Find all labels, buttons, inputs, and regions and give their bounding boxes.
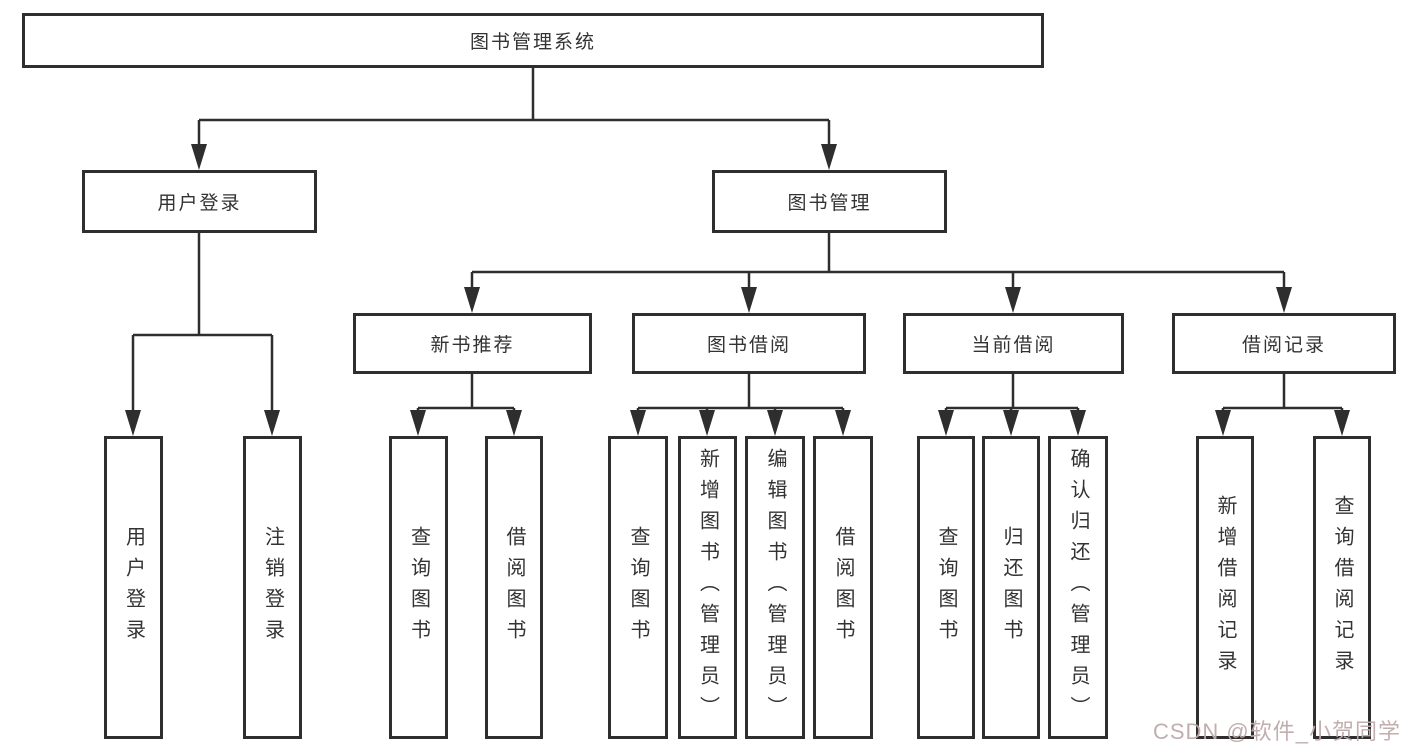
node-user-login-label: 用户登录 [157, 193, 242, 214]
watermark: CSDN @软件_小贺同学 [1152, 719, 1401, 744]
node-edit-book-admin: 编辑图书（管理员） [745, 436, 805, 739]
node-user-login: 用户登录 [82, 170, 317, 233]
node-current-borrow-label: 当前借阅 [971, 335, 1056, 356]
node-current-borrow: 当前借阅 [903, 313, 1124, 374]
node-book-management-label: 图书管理 [787, 193, 872, 214]
node-confirm-return-admin: 确认归还（管理员） [1048, 436, 1108, 739]
node-add-borrow-record: 新增借阅记录 [1196, 436, 1254, 739]
node-root-label: 图书管理系统 [469, 32, 596, 53]
node-book-management: 图书管理 [712, 170, 947, 233]
node-borrow-books-2-label: 借阅图书 [832, 525, 854, 650]
node-return-books: 归还图书 [982, 436, 1040, 739]
node-user-login-leaf-label: 用户登录 [122, 525, 145, 650]
node-query-books-3: 查询图书 [917, 436, 975, 739]
node-logout-leaf: 注销登录 [243, 436, 302, 739]
node-query-books-3-label: 查询图书 [935, 525, 957, 650]
node-query-books-1: 查询图书 [389, 436, 448, 739]
node-borrow-books-2: 借阅图书 [813, 436, 873, 739]
node-query-books-2-label: 查询图书 [627, 525, 649, 650]
node-query-books-2: 查询图书 [608, 436, 668, 739]
node-return-books-label: 归还图书 [1000, 525, 1022, 650]
node-book-borrow-label: 图书借阅 [706, 335, 791, 356]
arrowheads [125, 144, 1350, 436]
node-borrow-books-1-label: 借阅图书 [503, 525, 525, 650]
node-borrow-records-label: 借阅记录 [1241, 335, 1326, 356]
node-add-borrow-record-label: 新增借阅记录 [1214, 494, 1236, 681]
node-query-borrow-record: 查询借阅记录 [1313, 436, 1371, 739]
node-borrow-books-1: 借阅图书 [485, 436, 543, 739]
node-new-book-recommend-label: 新书推荐 [430, 335, 515, 356]
node-root: 图书管理系统 [22, 13, 1044, 68]
node-new-book-recommend: 新书推荐 [353, 313, 592, 374]
node-edit-book-admin-label: 编辑图书（管理员） [764, 448, 786, 727]
node-query-books-1-label: 查询图书 [407, 525, 430, 650]
node-user-login-leaf: 用户登录 [104, 436, 163, 739]
node-logout-leaf-label: 注销登录 [261, 525, 284, 650]
node-book-borrow: 图书借阅 [632, 313, 866, 374]
node-confirm-return-admin-label: 确认归还（管理员） [1067, 448, 1089, 727]
node-add-book-admin-label: 新增图书（管理员） [696, 448, 719, 727]
node-query-borrow-record-label: 查询借阅记录 [1331, 494, 1353, 681]
node-add-book-admin: 新增图书（管理员） [678, 436, 737, 739]
node-borrow-records: 借阅记录 [1172, 313, 1396, 374]
